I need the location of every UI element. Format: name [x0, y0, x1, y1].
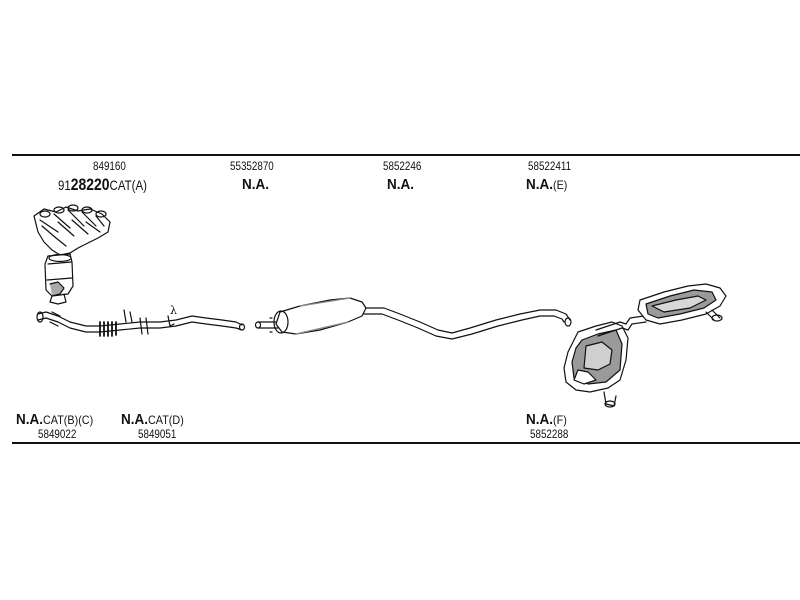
middle-silencer-part-number: 5852246: [383, 159, 422, 173]
top-divider: [12, 154, 800, 156]
cat-d-part-number: 5849051: [138, 427, 177, 441]
lambda-sensor-symbol: λ: [170, 304, 177, 317]
tail-pipe-part-number: 58522411: [528, 159, 572, 173]
front-pipe-reference: N.A.: [242, 176, 269, 193]
tail-pipe-reference: N.A.(E): [526, 177, 567, 192]
cat-d-ref-suffix: CAT(D): [148, 413, 184, 427]
middle-silencer-reference: N.A.: [387, 176, 414, 193]
rear-silencer-part-number: 5852288: [530, 427, 569, 441]
rear-silencer-reference: N.A.(F): [526, 412, 567, 427]
cat-d-reference: N.A.CAT(D): [121, 412, 184, 427]
centre-silencer: [254, 297, 367, 335]
rear-silencer: [563, 315, 647, 408]
cat-bc-ref-suffix: CAT(B)(C): [43, 413, 94, 427]
tail-pipe-ref-bold: N.A.: [526, 176, 553, 193]
manifold-reference: 9128220CAT(A): [58, 176, 147, 193]
front-pipe-part-number: 55352870: [230, 159, 274, 173]
rear-silencer-ref-suffix: (F): [553, 413, 567, 427]
exhaust-manifold: [33, 204, 111, 256]
manifold-ref-suffix: CAT(A): [109, 177, 147, 193]
cat-bc-reference: N.A.CAT(B)(C): [16, 412, 93, 427]
cat-d-ref-bold: N.A.: [121, 411, 148, 428]
manifold-part-number: 849160: [93, 159, 126, 173]
cat-bc-part-number: 5849022: [38, 427, 77, 441]
bottom-divider: [12, 442, 800, 444]
intermediate-pipe: [363, 307, 572, 340]
front-pipe: [36, 309, 246, 337]
cat-bc-ref-bold: N.A.: [16, 411, 43, 428]
tail-pipe-ref-suffix: (E): [553, 178, 568, 192]
manifold-ref-prefix: 91: [58, 177, 71, 193]
catalytic-converter: [44, 253, 74, 305]
tail-silencer: [637, 283, 727, 325]
rear-silencer-ref-bold: N.A.: [526, 411, 553, 428]
manifold-ref-bold: 28220: [70, 175, 110, 194]
